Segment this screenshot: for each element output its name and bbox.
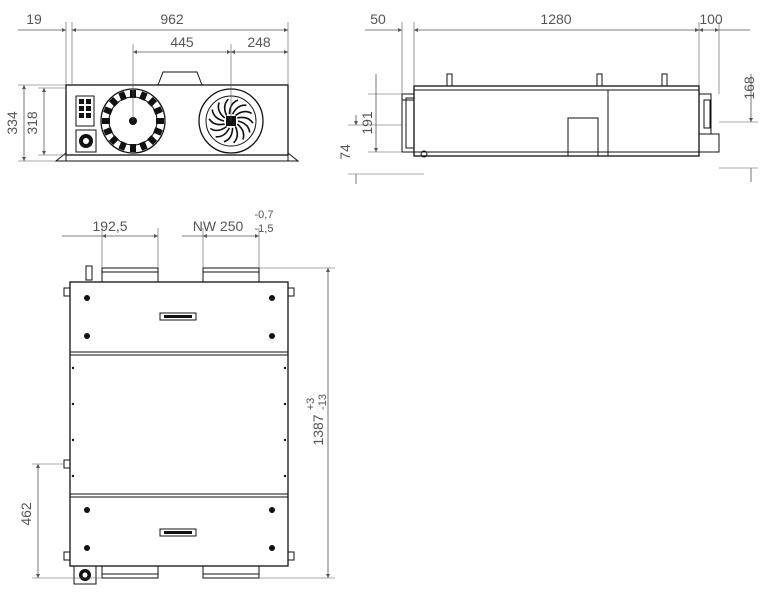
switch-icon [75,129,97,153]
dim-side-length: 1280 [540,11,571,27]
plan-view: 192,5 NW 250 -0,7 -1,5 1387 +3 -13 462 [18,209,335,585]
terminal-block-icon [75,95,95,127]
side-view: 50 1280 100 191 74 168 [337,11,758,184]
dim-side-left: 50 [370,11,386,27]
dim-nw-label: NW 250 [193,218,244,234]
dim-total-width: 962 [160,11,184,27]
dim-spigot-distance-1: 445 [170,34,194,50]
dim-height-body: 318 [24,111,40,135]
dim-length-tol-lower: -13 [317,394,329,410]
dim-nw-tol-lower: -1,5 [255,223,274,235]
dim-height-right: 168 [741,76,757,100]
dim-spigot-offset: 192,5 [92,218,127,234]
dim-left-offset: 19 [26,11,42,27]
dim-spigot-height: 191 [359,111,375,135]
dim-side-right: 100 [699,11,723,27]
dim-nw-tol-upper: -0,7 [255,209,274,221]
dim-spigot-distance-2: 248 [247,34,271,50]
front-view: 19 962 445 248 334 318 [4,11,300,162]
side-view-body [413,85,700,157]
dim-height-total: 334 [4,111,20,135]
dim-plan-bottom: 462 [18,502,34,526]
dim-base-offset: 74 [337,144,353,160]
dim-length-tol-upper: +3 [305,398,317,411]
dim-plan-length: 1387 [310,414,326,445]
plan-view-body [69,281,289,567]
switch-icon [73,565,97,585]
